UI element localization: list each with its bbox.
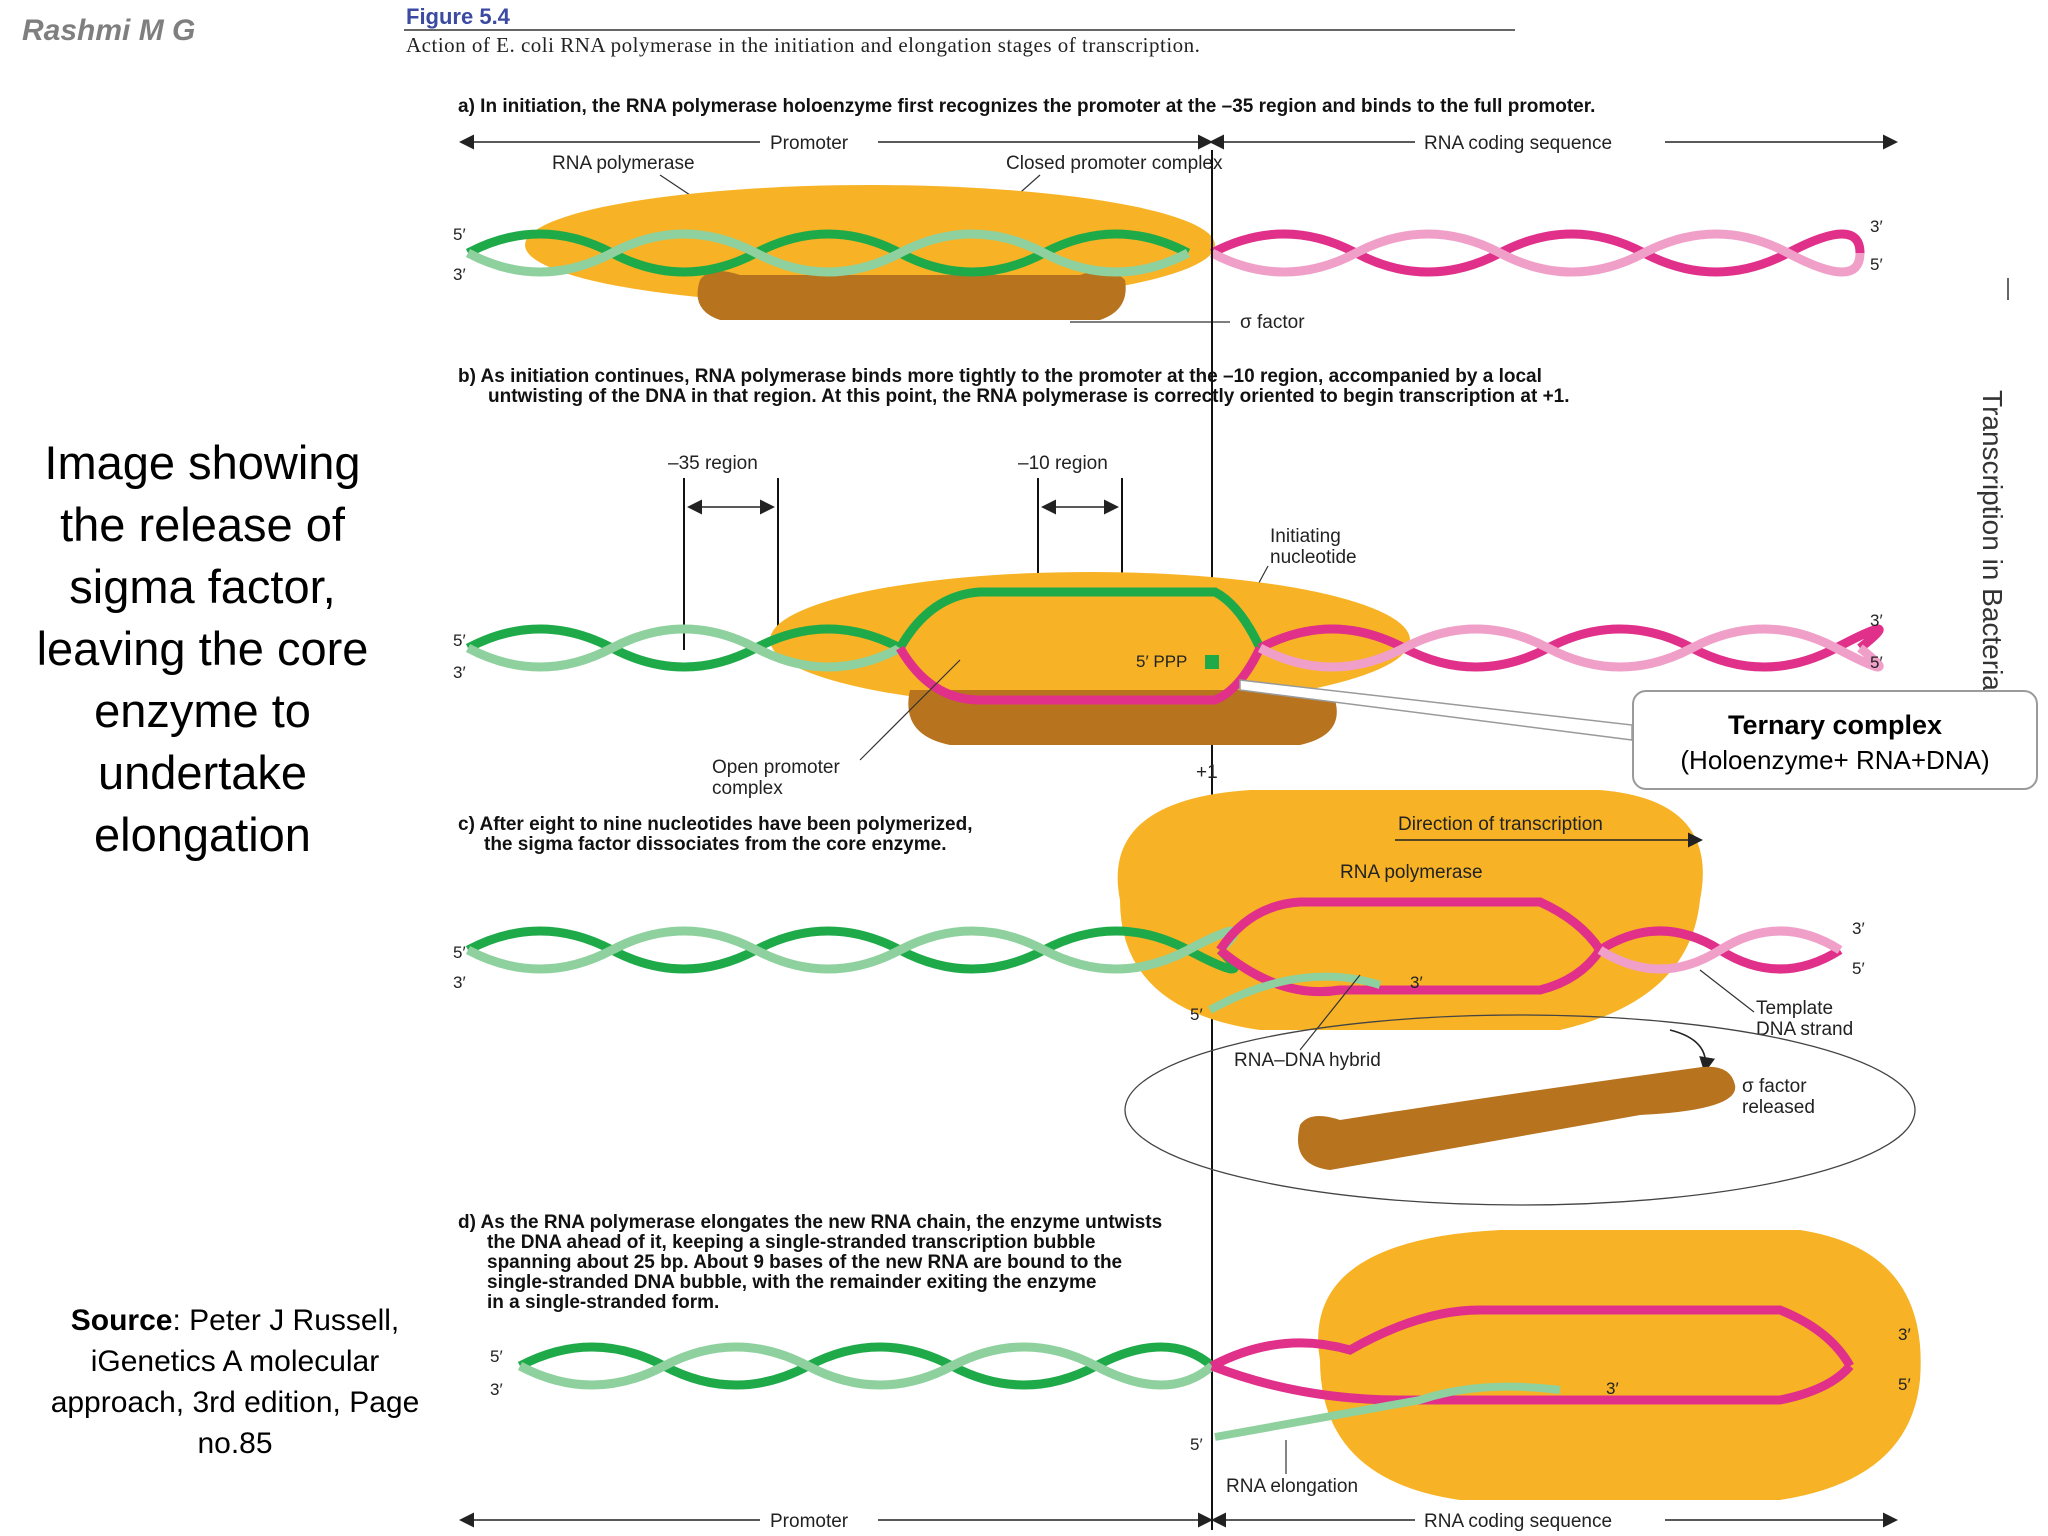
panel-c-text-2: the sigma factor dissociates from the co… [484, 834, 947, 855]
prime-label: 3′ [453, 663, 466, 682]
slide-caption: Image showing the release of sigma facto… [36, 436, 369, 861]
panel-c-text-1: c) After eight to nine nucleotides have … [458, 814, 973, 835]
source-label: Source [70, 1304, 173, 1337]
prime-label: 5′ [1852, 959, 1865, 978]
panel-a: a) In initiation, the RNA polymerase hol… [453, 96, 1898, 333]
initiating-nucleotide [1205, 655, 1219, 669]
source-text: : Peter J Russell, iGenetics A molecular… [50, 1304, 420, 1460]
panel-d-text-4: single-stranded DNA bubble, with the rem… [487, 1272, 1097, 1293]
sigma-factor-a [697, 271, 1126, 320]
prime-label: 5′ [490, 1347, 503, 1366]
prime-label: 5′ [1190, 1005, 1203, 1024]
panel-d-text-3: spanning about 25 bp. About 9 bases of t… [487, 1252, 1122, 1273]
panel-d-text-1: d) As the RNA polymerase elongates the n… [458, 1212, 1162, 1233]
panel-b-text-2: untwisting of the DNA in that region. At… [488, 386, 1570, 407]
sigma-released-label-2: released [1742, 1097, 1815, 1118]
open-complex-label-2: complex [712, 778, 783, 799]
hybrid-label: RNA–DNA hybrid [1234, 1050, 1381, 1071]
template-label-1: Template [1756, 998, 1833, 1019]
plus-one-label: +1 [1196, 762, 1218, 783]
open-complex-label-1: Open promoter [712, 757, 840, 778]
coding-label-d: RNA coding sequence [1424, 1511, 1612, 1532]
prime-label: 3′ [1410, 973, 1423, 992]
panel-b: b) As initiation continues, RNA polymera… [453, 366, 1884, 799]
prime-label: 5′ [1870, 255, 1883, 274]
direction-label: Direction of transcription [1398, 814, 1603, 835]
panel-d-text-5: in a single-stranded form. [487, 1292, 719, 1313]
sigma-released-label-1: σ factor [1742, 1076, 1807, 1097]
rnap-label-a: RNA polymerase [552, 153, 695, 174]
prime-label: 3′ [1606, 1379, 1619, 1398]
sigma-label-a: σ factor [1240, 312, 1305, 333]
rna-polymerase-c [1117, 790, 1703, 1030]
panel-c: c) After eight to nine nucleotides have … [453, 790, 1916, 1206]
rna-polymerase-d [1318, 1230, 1921, 1500]
new-rna-chain [1214, 1382, 1561, 1441]
promoter-label-a: Promoter [770, 133, 849, 154]
panel-a-text: a) In initiation, the RNA polymerase hol… [458, 96, 1595, 117]
prime-label: 3′ [1852, 919, 1865, 938]
prime-label: 3′ [1898, 1325, 1911, 1344]
initiating-label-2: nucleotide [1270, 547, 1357, 568]
region-35-label: –35 region [668, 453, 758, 474]
callout-subtitle: (Holoenzyme+ RNA+DNA) [1680, 745, 1990, 775]
author-name: Rashmi M G [22, 14, 196, 47]
rnap-label-c: RNA polymerase [1340, 862, 1483, 883]
ppp-label: 5′ PPP [1136, 652, 1187, 671]
panel-d: d) As the RNA polymerase elongates the n… [458, 1212, 1921, 1532]
source-citation: Source: Peter J Russell, iGenetics A mol… [30, 1300, 440, 1464]
prime-label: 5′ [453, 631, 466, 650]
figure-title: Action of E. coli RNA polymerase in the … [406, 33, 1200, 57]
prime-label: 3′ [1870, 217, 1883, 236]
panel-b-text-1: b) As initiation continues, RNA polymera… [458, 366, 1542, 387]
sigma-factor-released [1298, 1066, 1736, 1170]
template-label-2: DNA strand [1756, 1019, 1853, 1040]
ternary-complex-callout: Ternary complex (Holoenzyme+ RNA+DNA) [1632, 690, 2038, 790]
figure-number: Figure 5.4 [406, 4, 511, 29]
coding-label-a: RNA coding sequence [1424, 133, 1612, 154]
prime-label: 3′ [1870, 611, 1883, 630]
release-highlight-ellipse [1124, 1014, 1916, 1206]
rna-elongation-label: RNA elongation [1226, 1476, 1358, 1497]
prime-label: 5′ [1898, 1375, 1911, 1394]
prime-label: 3′ [453, 973, 466, 992]
promoter-label-d: Promoter [770, 1511, 849, 1532]
initiating-label-1: Initiating [1270, 526, 1341, 547]
panel-d-text-2: the DNA ahead of it, keeping a single-st… [487, 1232, 1095, 1253]
prime-label: 5′ [1190, 1435, 1203, 1454]
closed-complex-label: Closed promoter complex [1006, 153, 1223, 174]
open-bubble-bottom [896, 645, 1265, 705]
prime-label: 5′ [453, 943, 466, 962]
region-10-label: –10 region [1018, 453, 1108, 474]
prime-label: 3′ [490, 1380, 503, 1399]
callout-title: Ternary complex [1727, 710, 1943, 740]
rna-strand-c [1208, 972, 1382, 1014]
open-bubble-top [896, 587, 1265, 651]
prime-label: 5′ [453, 225, 466, 244]
prime-label: 5′ [1870, 653, 1883, 672]
prime-label: 3′ [453, 265, 466, 284]
